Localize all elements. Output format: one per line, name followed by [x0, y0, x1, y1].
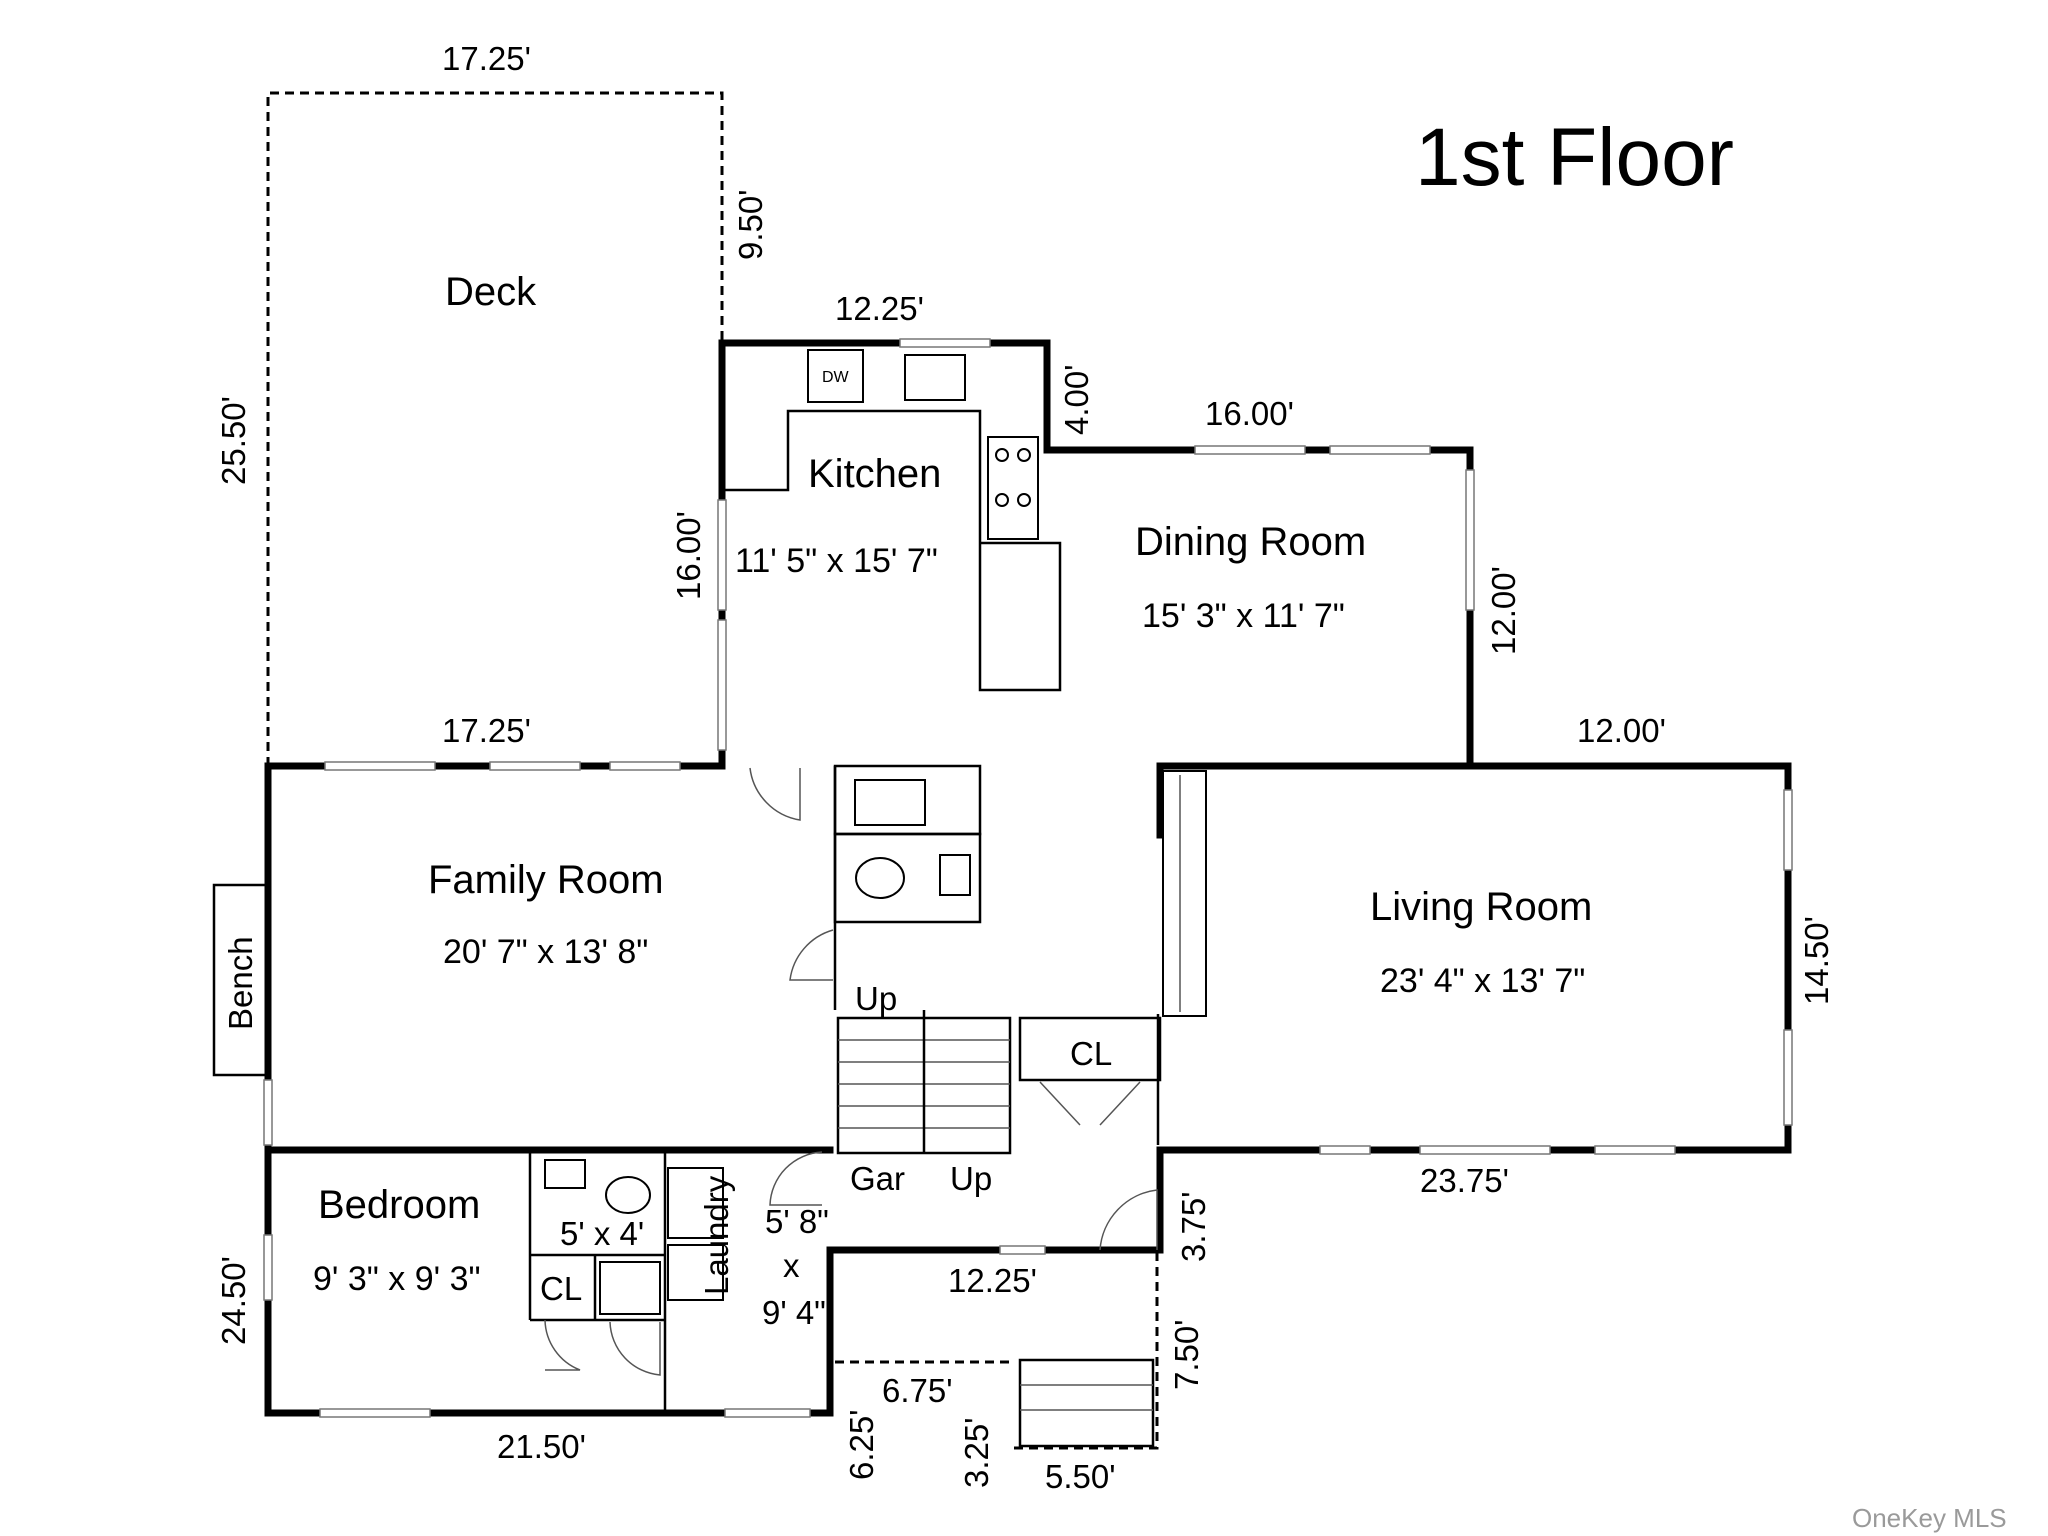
kitchen-sink [904, 354, 966, 401]
powder-sink [939, 854, 971, 896]
dim-bedroom-bottom: 21.50' [497, 1428, 586, 1465]
laundry-size-a: 5' 8" [765, 1203, 829, 1240]
living-size: 23' 4" x 13' 7" [1380, 962, 1585, 1000]
dining-label: Dining Room [1135, 520, 1366, 564]
laundry-size-b: 9' 4" [762, 1294, 826, 1331]
dim-hall-bottom: 12.25' [948, 1262, 1037, 1299]
bar-sink [854, 779, 926, 826]
bath-sink [544, 1159, 586, 1189]
garage-label: Gar [850, 1160, 905, 1197]
bedroom-label: Bedroom [318, 1183, 480, 1227]
dim-living-bottom: 23.75' [1420, 1162, 1509, 1199]
dim-deck-left: 25.50' [215, 396, 252, 485]
dim-bedroom-left: 24.50' [215, 1256, 252, 1345]
windows [263, 338, 1793, 1418]
living-label: Living Room [1370, 885, 1592, 929]
dim-hall-right: 3.75' [1175, 1191, 1212, 1262]
bath-toilet [605, 1176, 651, 1214]
bench [212, 883, 268, 1077]
bath-size: 5' x 4' [560, 1215, 644, 1252]
dim-porch-right: 7.50' [1168, 1319, 1205, 1390]
family-label: Family Room [428, 858, 664, 902]
bench-label: Bench [222, 936, 259, 1030]
kitchen-label: Kitchen [808, 452, 941, 496]
hall-closet [1018, 1016, 1162, 1082]
range-stove [987, 436, 1039, 540]
door-swings [544, 767, 1158, 1376]
bedroom-size: 9' 3" x 9' 3" [313, 1260, 481, 1298]
stair-treads [838, 1010, 1153, 1411]
powder-room [833, 832, 982, 924]
dim-deck-bottom: 17.25' [442, 712, 531, 749]
dim-deck-top: 17.25' [442, 40, 531, 77]
closet-hall-label: CL [1070, 1035, 1112, 1072]
dim-porch-left: 6.25' [843, 1409, 880, 1480]
dim-dining-right: 12.00' [1485, 566, 1522, 655]
dining-size: 15' 3" x 11' 7" [1142, 597, 1345, 635]
toilet [855, 857, 905, 899]
dim-kitchen-right: 4.00' [1058, 364, 1095, 435]
laundry-size-x: x [783, 1247, 800, 1284]
dim-porch-top: 6.75' [882, 1372, 953, 1409]
stairs-up-label: Up [855, 980, 897, 1017]
dishwasher [807, 349, 864, 403]
deck-outline [266, 91, 724, 766]
floor-title: 1st Floor [1415, 112, 1734, 203]
shower [599, 1261, 661, 1315]
dim-kitchen-left: 16.00' [670, 511, 707, 600]
washer [667, 1167, 724, 1239]
stairs-up-label-lower: Up [950, 1160, 992, 1197]
deck-label: Deck [445, 270, 537, 314]
kitchen-size: 11' 5" x 15' 7" [735, 542, 938, 580]
dim-kitchen-top: 12.25' [835, 290, 924, 327]
dim-deck-right: 9.50' [732, 189, 769, 260]
laundry-label: Laundry [698, 1175, 735, 1295]
dim-living-top: 12.00' [1577, 712, 1666, 749]
porch-outline [835, 1252, 1159, 1450]
dim-dining-top: 16.00' [1205, 395, 1294, 432]
dim-stoop-bottom: 5.50' [1045, 1458, 1116, 1495]
fireplace [1162, 770, 1207, 1017]
fixtures [544, 349, 1031, 1315]
dim-living-right: 14.50' [1798, 916, 1835, 1005]
dryer [667, 1244, 724, 1301]
watermark: OneKey MLS [1852, 1503, 2007, 1533]
family-size: 20' 7" x 13' 8" [443, 933, 648, 971]
dishwasher-label: DW [822, 369, 850, 386]
dim-stoop-left: 3.25' [958, 1417, 995, 1488]
closet-bedroom-label: CL [540, 1270, 582, 1307]
stoop-steps [1018, 1358, 1155, 1448]
